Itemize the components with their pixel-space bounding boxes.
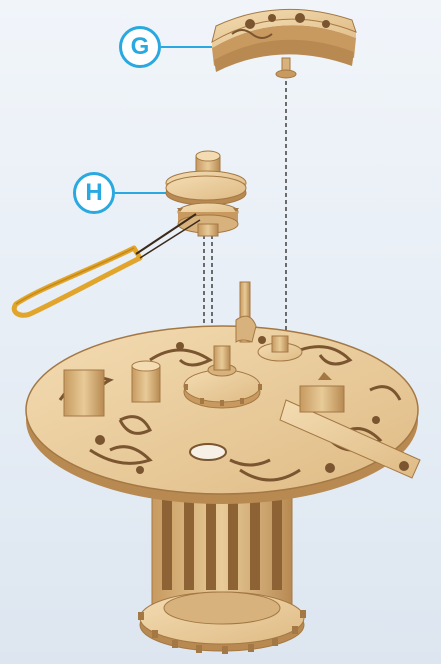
part-g-dial-icon	[212, 9, 356, 78]
callout-g-label: G	[131, 33, 150, 61]
callout-h-label: H	[85, 179, 102, 207]
part-h-gear-assembly-icon	[166, 151, 246, 236]
callout-h-badge: H	[73, 172, 115, 214]
rubber-band-icon	[14, 214, 200, 315]
base-mechanism-icon	[26, 282, 420, 654]
callout-g-badge: G	[119, 26, 161, 68]
